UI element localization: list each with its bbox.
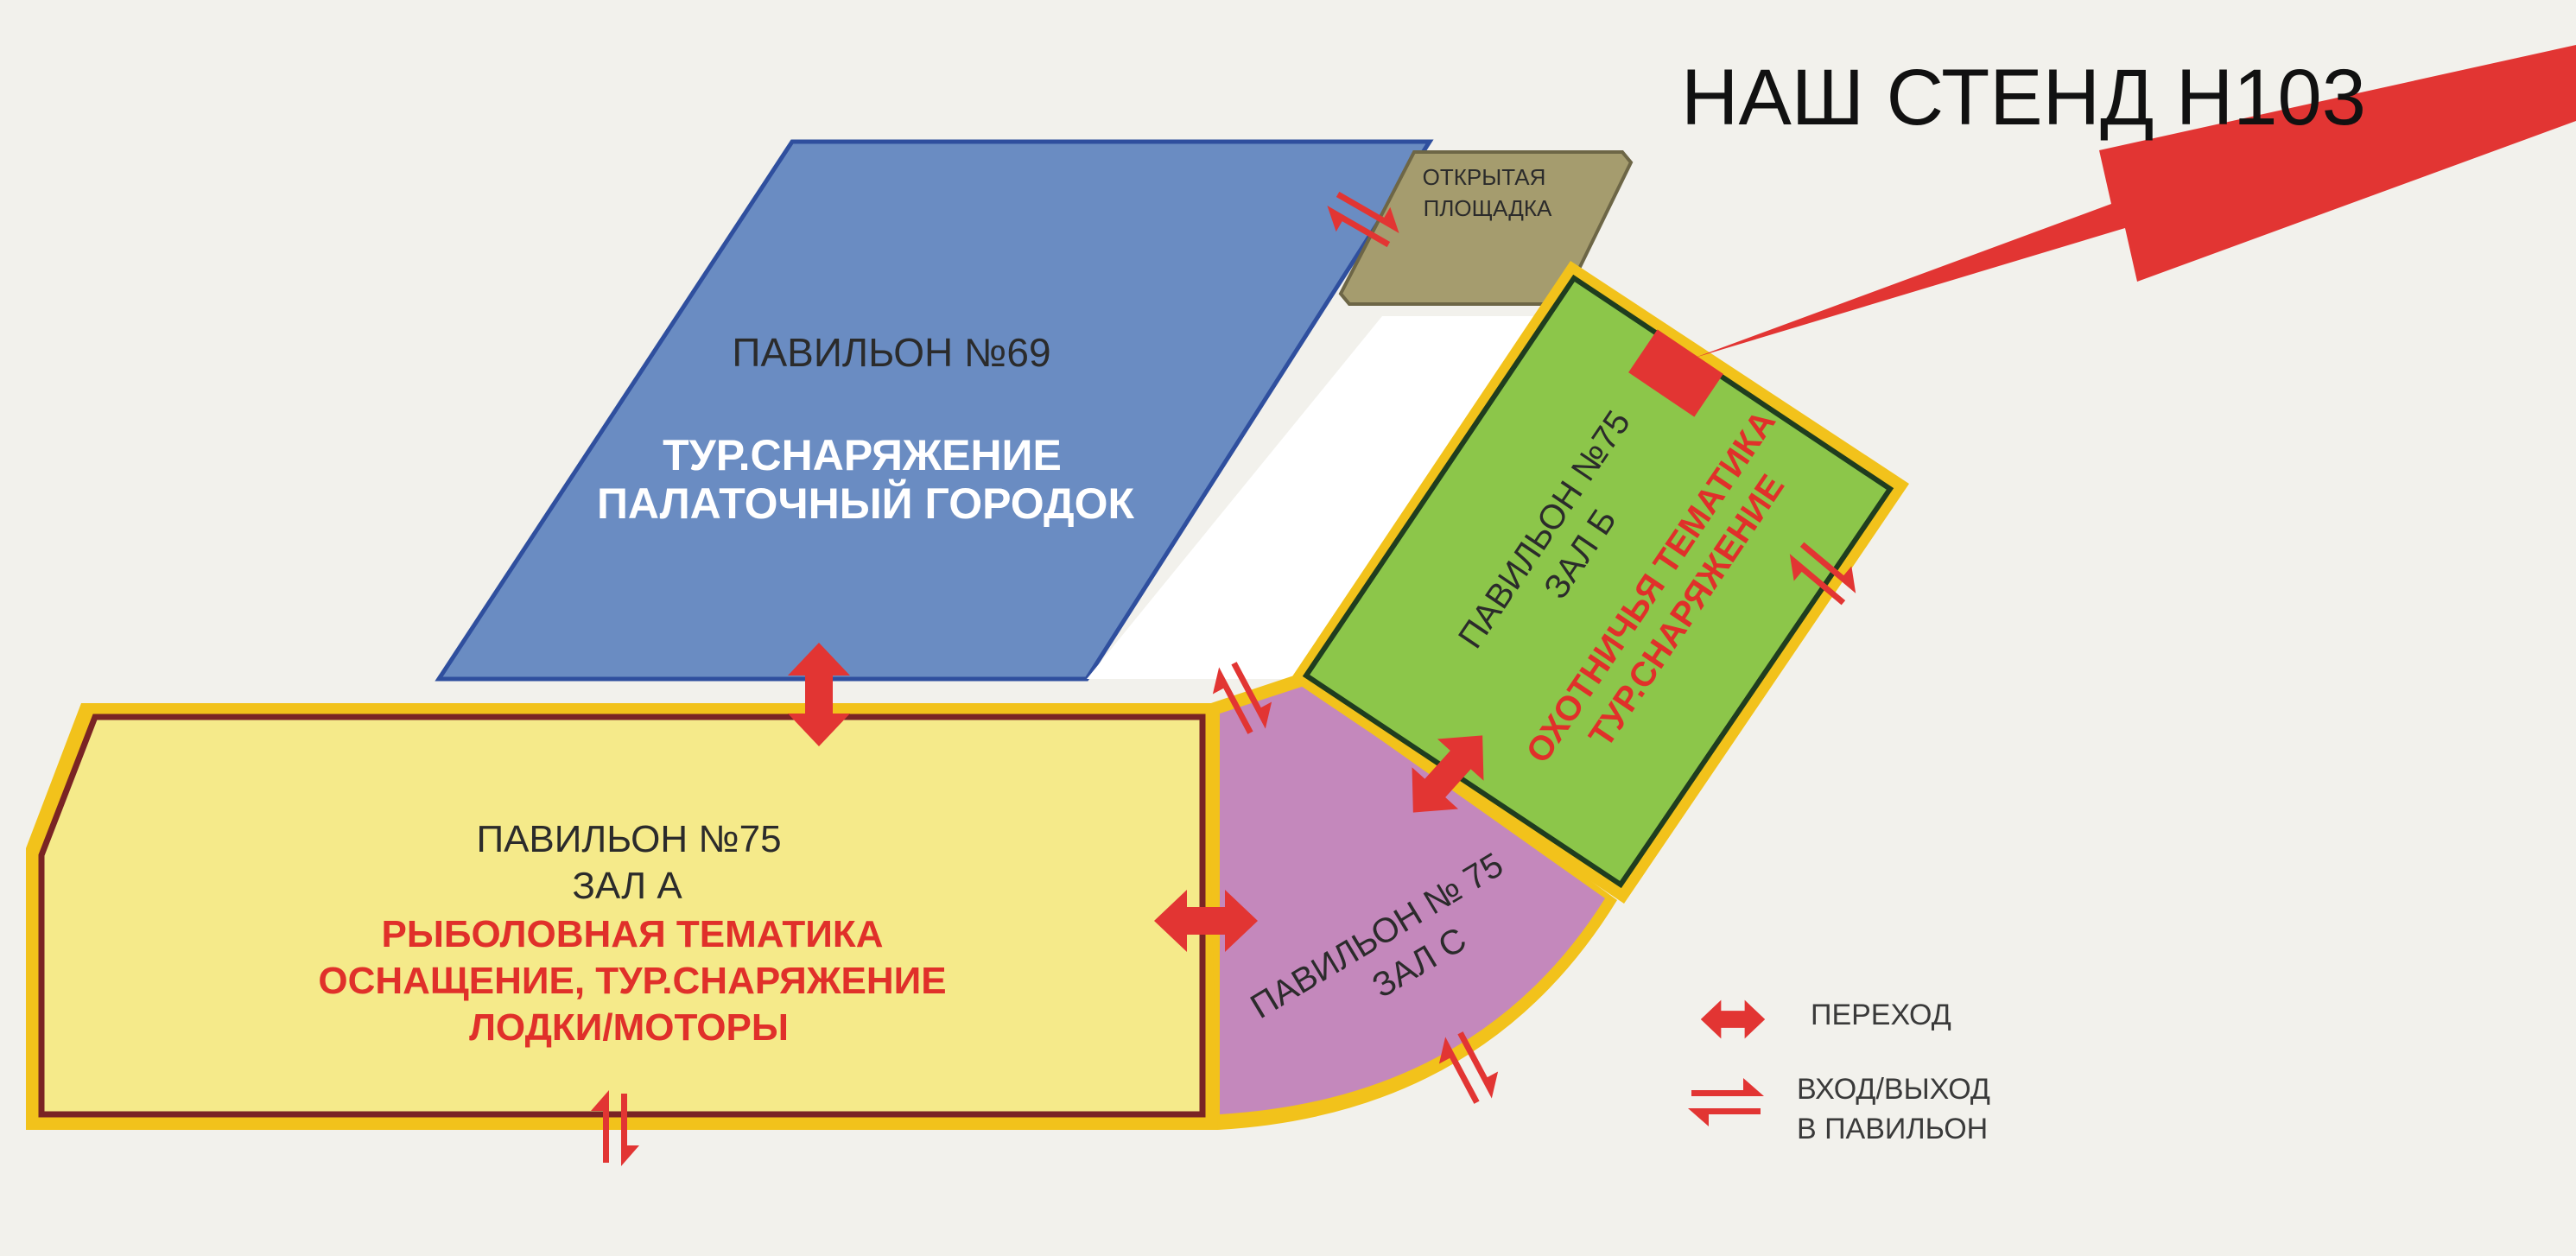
- pavilion-69-subtitle-line2: ПАЛАТОЧНЫЙ ГОРОДОК: [597, 479, 1135, 528]
- pavilion-75-hall-b-area[interactable]: [1302, 274, 1894, 889]
- legend-entrance-arrows-icon: [1688, 1078, 1764, 1126]
- pavilion-75a-topic-line3: ЛОДКИ/МОТОРЫ: [469, 1006, 789, 1049]
- stand-headline: НАШ СТЕНД H103: [1681, 54, 2366, 142]
- courtyard: [1087, 316, 1538, 679]
- stand-pointer-arrow: [1695, 45, 2576, 358]
- open-area-label-line2: ПЛОЩАДКА: [1424, 195, 1552, 221]
- open-area-label-line1: ОТКРЫТАЯ: [1423, 164, 1546, 190]
- pavilion-69-subtitle-line1: ТУР.СНАРЯЖЕНИЕ: [663, 431, 1062, 479]
- pavilion-75a-topic-line1: РЫБОЛОВНАЯ ТЕМАТИКА: [381, 913, 883, 955]
- legend-entrance-label-line1: ВХОД/ВЫХОД: [1797, 1073, 1990, 1106]
- pavilion-75a-topic-line2: ОСНАЩЕНИЕ, ТУР.СНАРЯЖЕНИЕ: [318, 960, 946, 1002]
- pavilion-69-title: ПАВИЛЬОН №69: [732, 330, 1050, 375]
- legend: ПЕРЕХОД ВХОД/ВЫХОД В ПАВИЛЬОН: [1688, 999, 1990, 1145]
- legend-entrance-label-line2: В ПАВИЛЬОН: [1797, 1113, 1988, 1145]
- pavilion-75a-title-line1: ПАВИЛЬОН №75: [476, 818, 781, 860]
- legend-passage-arrow-icon: [1700, 999, 1766, 1039]
- pavilion-75-hall-c-area[interactable]: [1220, 686, 1605, 1114]
- pavilion-75a-title-line2: ЗАЛ А: [572, 865, 682, 907]
- stand-h103-marker[interactable]: [1628, 329, 1723, 417]
- legend-passage-label: ПЕРЕХОД: [1811, 999, 1951, 1031]
